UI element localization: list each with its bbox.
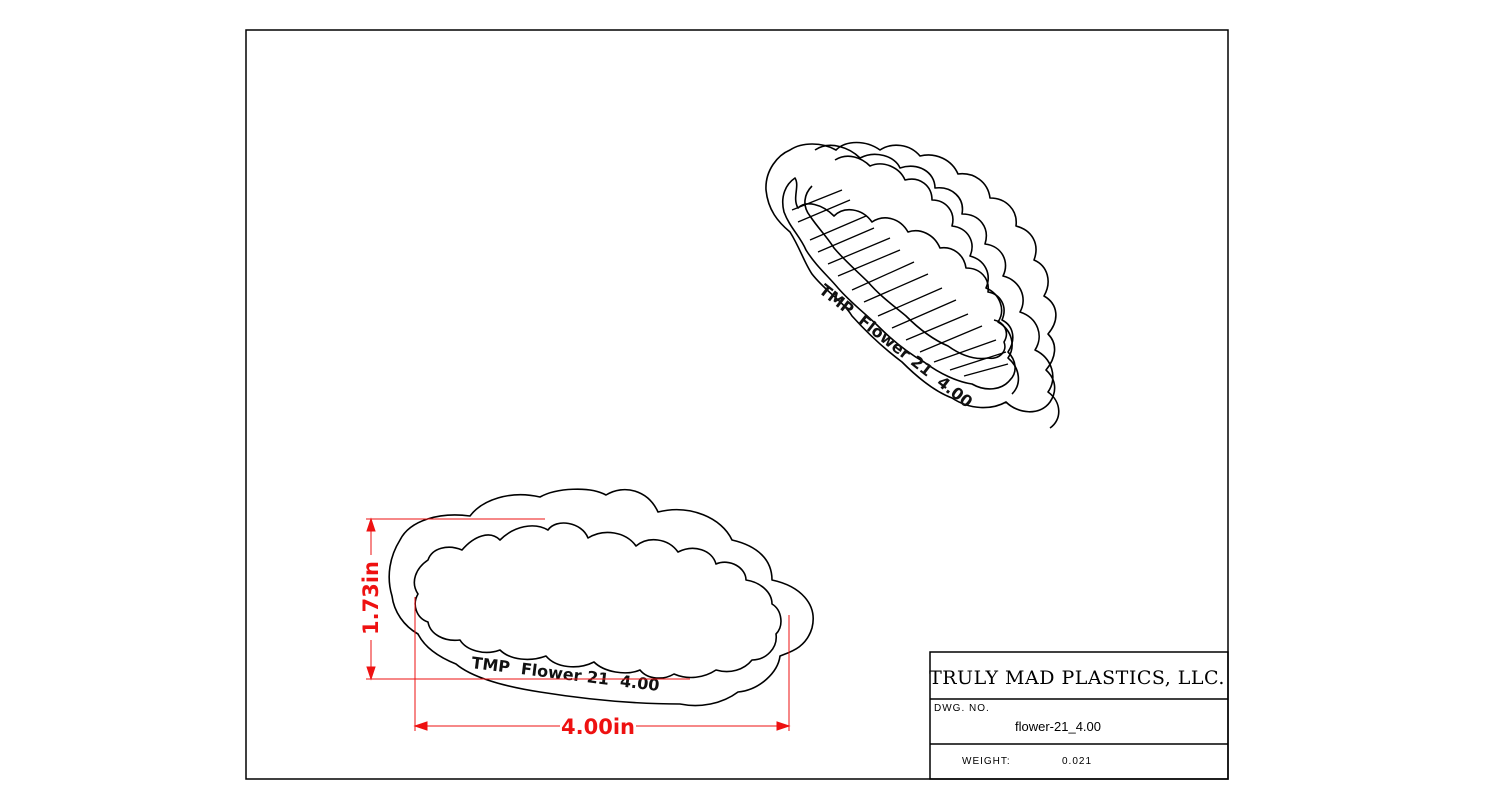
height-dimension-label: 1.73in [359,561,383,635]
weight-value: 0.021 [1062,756,1092,767]
iso-back-rim-2 [834,155,1020,395]
iso-inner-rim-2 [804,185,1008,360]
dwg-no-value: flower-21_4.00 [1015,719,1101,734]
dimension-lines [366,517,791,731]
iso-inner-rim [781,177,1016,390]
title-block [929,651,1229,780]
isometric-view [765,141,1060,429]
iso-flutes [791,189,1009,377]
top-inner-outline [413,522,782,679]
iso-outer-rim [765,141,1057,413]
top-view [388,488,814,707]
width-dimension-label: 4.00in [561,715,635,739]
top-outer-outline [388,488,814,707]
iso-engraving-text: TMP Flower 21 4.00 [816,280,977,411]
iso-back-rim [814,144,1060,429]
top-engraving-text: TMP Flower 21 4.00 [471,653,661,695]
dwg-no-label: DWG. NO. [934,703,990,714]
company-name: TRULY MAD PLASTICS, LLC. [929,667,1225,689]
drawing-border [245,29,1229,780]
weight-label: WEIGHT: [962,756,1011,767]
